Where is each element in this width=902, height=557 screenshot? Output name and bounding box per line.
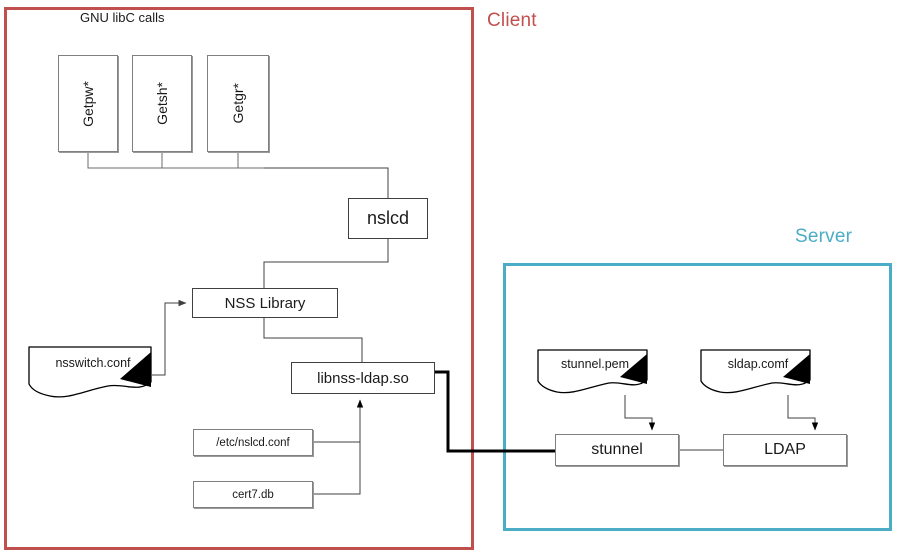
node-libnss-ldap-so-label: libnss-ldap.so xyxy=(317,369,409,387)
node-getgr[interactable]: Getgr* xyxy=(207,55,269,152)
node-etc-nslcd-conf-label: /etc/nslcd.conf xyxy=(216,436,290,449)
node-ldap-label: LDAP xyxy=(764,441,806,458)
node-getsh-label: Getsh* xyxy=(154,82,170,125)
callout-pointer-triangle xyxy=(620,354,647,384)
node-etc-nslcd-conf[interactable]: /etc/nslcd.conf xyxy=(193,429,313,456)
node-getsh[interactable]: Getsh* xyxy=(132,55,192,152)
server-zone-label: Server xyxy=(795,226,853,247)
node-nslcd-label: nslcd xyxy=(366,208,410,228)
node-nss-library[interactable]: NSS Library xyxy=(192,288,338,318)
server-zone-boundary xyxy=(503,263,892,531)
node-cert7-db[interactable]: cert7.db xyxy=(193,481,313,508)
callout-pointer-triangle xyxy=(120,352,151,387)
node-ldap[interactable]: LDAP xyxy=(723,434,847,466)
node-nslcd[interactable]: nslcd xyxy=(348,198,428,239)
node-cert7-db-label: cert7.db xyxy=(232,488,274,501)
node-libnss-ldap-so[interactable]: libnss-ldap.so xyxy=(291,362,435,394)
document-nsswitch-conf[interactable]: nsswitch.conf xyxy=(28,346,158,400)
gnu-libc-calls-title: GNU libC calls xyxy=(80,10,165,25)
node-stunnel[interactable]: stunnel xyxy=(555,434,679,466)
node-getpw-label: Getpw* xyxy=(80,80,96,127)
client-zone-label: Client xyxy=(487,10,537,31)
node-stunnel-label: stunnel xyxy=(591,441,643,458)
node-getgr-label: Getgr* xyxy=(230,83,246,124)
callout-pointer-triangle xyxy=(783,354,810,384)
node-nss-library-label: NSS Library xyxy=(224,294,306,312)
document-sldap-comf[interactable]: sldap.comf xyxy=(700,349,816,395)
document-stunnel-pem[interactable]: stunnel.pem xyxy=(537,349,653,395)
client-zone-boundary xyxy=(4,7,474,550)
node-getpw[interactable]: Getpw* xyxy=(58,55,118,152)
